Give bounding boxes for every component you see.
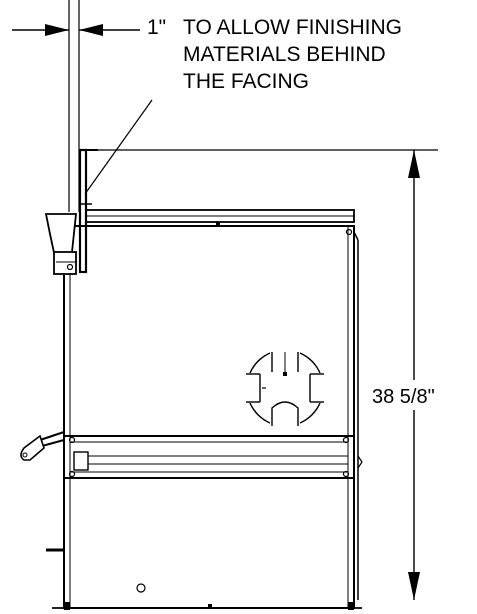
dimension-arrowhead xyxy=(45,24,69,36)
base-plate xyxy=(52,602,362,610)
annotation-line-3: THE FACING xyxy=(183,70,310,93)
cabinet-body xyxy=(63,225,359,609)
air-control-knob xyxy=(244,349,326,429)
ash-door-bolt-hole xyxy=(136,583,146,593)
annotation-line-1: TO ALLOW FINISHING xyxy=(183,16,402,39)
top-plate xyxy=(85,209,355,227)
door-rail xyxy=(64,435,363,479)
annotation-line-2: MATERIALS BEHIND xyxy=(183,43,386,66)
dimension-arrowhead xyxy=(79,24,103,36)
dimension-arrowhead xyxy=(408,150,420,178)
clearance-value: 1" xyxy=(147,16,167,39)
door-handle xyxy=(20,431,65,461)
leader-line xyxy=(84,99,153,195)
height-dimension xyxy=(98,149,438,600)
height-dimension-label: 38 5/8" xyxy=(372,386,435,408)
facing xyxy=(78,148,98,274)
flue-collar xyxy=(44,213,77,275)
clearance-dimension xyxy=(12,0,140,212)
dimension-arrowhead xyxy=(408,572,420,600)
